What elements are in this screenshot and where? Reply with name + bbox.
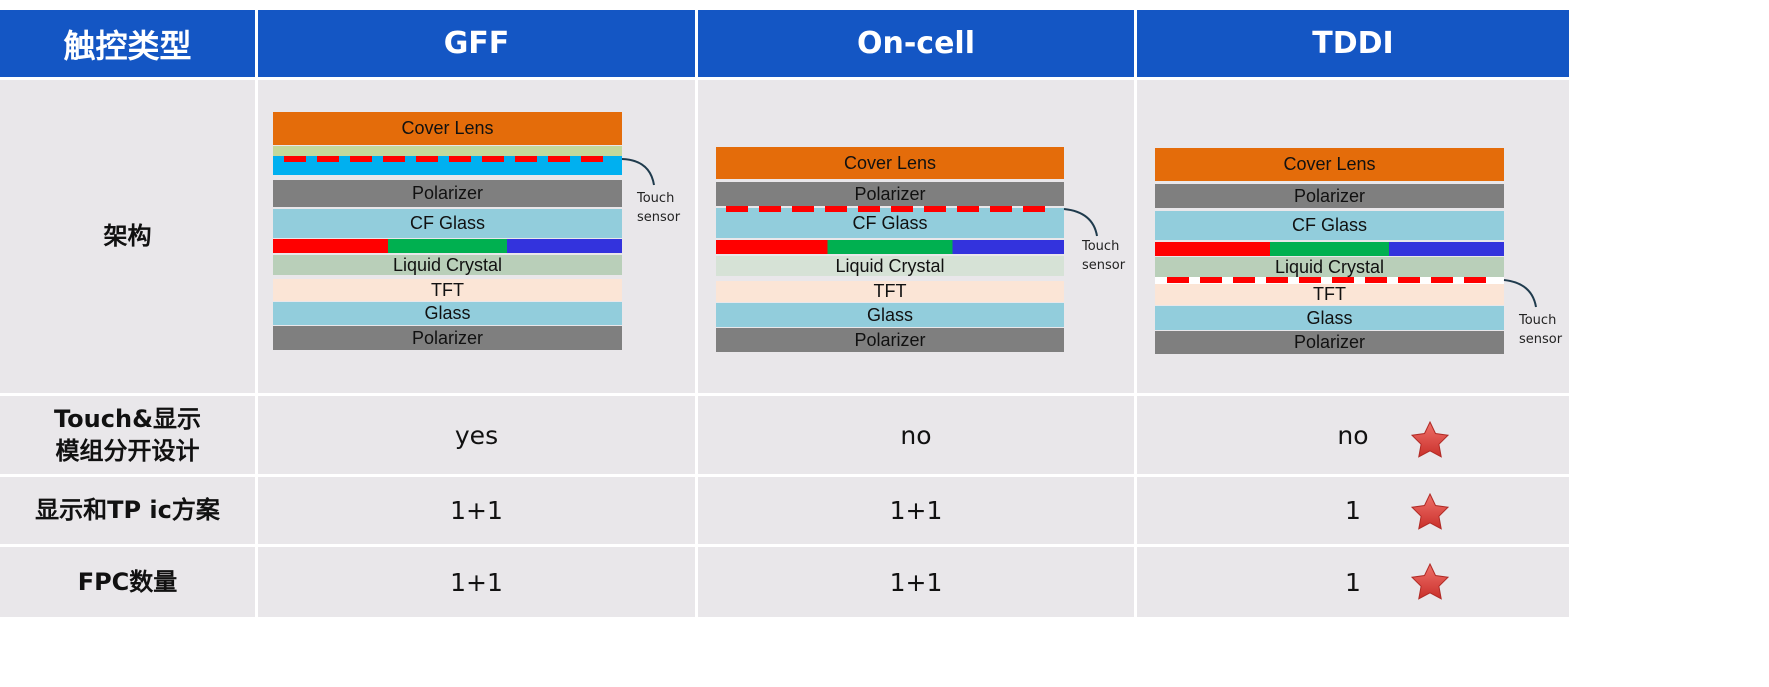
tddi-fpc-value: 1 (1345, 567, 1361, 597)
row-label-ic-scheme: 显示和TP ic方案 (0, 477, 255, 544)
gff-cf-glass: CF Glass (273, 209, 622, 238)
oncell-ic-scheme: 1+1 (698, 477, 1134, 544)
oncell-touch-sensor-label: Touch sensor (1082, 238, 1125, 276)
gff-fpc-value: 1+1 (450, 567, 503, 597)
oncell-fpc-count: 1+1 (698, 547, 1134, 617)
oncell-liquid-crystal: Liquid Crystal (716, 256, 1064, 276)
tddi-sensor-strip (1155, 277, 1504, 284)
gff-tft: TFT (273, 279, 622, 301)
gff-separate-value: yes (454, 420, 499, 450)
separate-design-label-2: 模组分开设计 (55, 437, 200, 465)
gff-sensor-label: sensor (637, 209, 681, 225)
header-touch-type: 触控类型 (0, 10, 255, 77)
row-label-fpc-count: FPC数量 (0, 547, 255, 617)
gff-fpc-count: 1+1 (258, 547, 695, 617)
tddi-liquid-crystal: Liquid Crystal (1155, 257, 1504, 277)
oncell-separate-design: no (698, 396, 1134, 474)
tddi-color-filter (1155, 242, 1504, 256)
fpc-count-label: FPC数量 (77, 567, 178, 596)
ic-scheme-label: 显示和TP ic方案 (35, 496, 220, 525)
gff-separate-design: yes (258, 396, 695, 474)
header-tddi: TDDI (1137, 10, 1569, 77)
row-label-separate-design: Touch&显示 模组分开设计 (0, 396, 255, 474)
gff-polarizer-bottom: Polarizer (273, 326, 622, 350)
gff-liquid-crystal: Liquid Crystal (273, 255, 622, 275)
tddi-separate-value: no (1337, 420, 1369, 450)
tddi-polarizer-top: Polarizer (1155, 184, 1504, 208)
tddi-separate-design: no (1137, 396, 1569, 474)
header-oncell: On-cell (698, 10, 1134, 77)
gff-sensor-film (273, 146, 622, 156)
oncell-fpc-value: 1+1 (889, 567, 943, 597)
tddi-polarizer-bottom: Polarizer (1155, 331, 1504, 354)
oncell-polarizer-top: Polarizer (716, 182, 1064, 206)
oncell-touch-label: Touch (1082, 239, 1120, 254)
oncell-tft: TFT (716, 281, 1064, 302)
gff-color-filter (273, 239, 622, 253)
oncell-sensor-label: sensor (1082, 257, 1126, 273)
tddi-fpc-count: 1 (1137, 547, 1569, 617)
gff-touch-sensor-label: Touch sensor (637, 190, 680, 228)
gff-glass: Glass (273, 302, 622, 325)
gff-sensor-layer (273, 156, 622, 175)
tddi-ic-value: 1 (1345, 496, 1361, 525)
tddi-touch-label: Touch (1519, 313, 1557, 328)
gff-ic-value: 1+1 (450, 496, 503, 525)
gff-ic-scheme: 1+1 (258, 477, 695, 544)
tddi-tft: TFT (1155, 284, 1504, 305)
header-gff: GFF (258, 10, 695, 77)
tddi-ic-scheme: 1 (1137, 477, 1569, 544)
oncell-ic-value: 1+1 (889, 496, 943, 525)
oncell-separate-value: no (900, 420, 932, 450)
row-label-architecture: 架构 (0, 80, 255, 393)
gff-polarizer-top: Polarizer (273, 180, 622, 207)
gff-cover-lens: Cover Lens (273, 112, 622, 145)
gff-touch-label: Touch (637, 191, 675, 206)
oncell-cover-lens: Cover Lens (716, 147, 1064, 179)
tddi-sensor-label: sensor (1519, 331, 1563, 347)
oncell-polarizer-bottom: Polarizer (716, 328, 1064, 352)
separate-design-label-1: Touch&显示 (54, 404, 201, 433)
tddi-cover-lens: Cover Lens (1155, 148, 1504, 181)
architecture-label: 架构 (103, 222, 152, 251)
tddi-glass: Glass (1155, 306, 1504, 330)
tddi-touch-sensor-label: Touch sensor (1519, 312, 1562, 350)
oncell-color-filter (716, 240, 1064, 254)
oncell-glass: Glass (716, 303, 1064, 327)
oncell-cf-glass: CF Glass (716, 208, 1064, 238)
tddi-cf-glass: CF Glass (1155, 211, 1504, 240)
